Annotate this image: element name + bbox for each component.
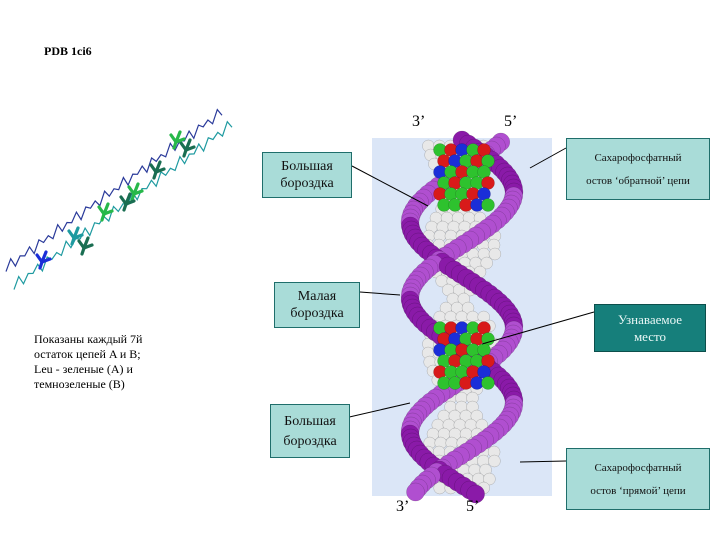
leu-side-chain [179,138,196,158]
leader-minor-groove [359,291,401,296]
leu-side-chain [119,192,136,212]
callout-text: остов ‘прямой’ цепи [590,485,686,497]
leu-side-chain [35,250,52,270]
callout-text: бороздка [283,434,337,449]
residue-note: Показаны каждый 7й остаток цепей A и B; … [34,332,214,392]
note-line: Показаны каждый 7й [34,332,143,346]
leader-backbone-reverse [529,147,567,169]
callout-text: Сахарофосфатный [594,462,682,474]
note-line: темнозеленые (B) [34,377,125,391]
pdb-id-label: PDB 1ci6 [44,44,92,58]
backbone-atom [466,484,485,504]
callout-text: остов ‘обратной’ цепи [586,175,690,187]
strand-end-bottom-left: 3’ [396,498,410,515]
leader-major-groove-bottom [344,402,411,419]
callout-major-groove-top: Большая бороздка [262,152,352,198]
callout-text: Большая [284,414,336,429]
recognition-base-atom [481,198,495,212]
leu-side-chain [97,202,114,222]
callout-text: Узнаваемое [617,312,683,327]
recognition-base-atom [481,376,495,390]
leu-side-chain [77,236,94,256]
callout-major-groove-bottom: Большая бороздка [270,404,350,458]
base-atom [488,247,502,261]
callout-text: Малая [297,289,337,304]
callout-text: бороздка [280,176,334,191]
base-atom [480,256,493,270]
leu-side-chain [149,160,166,180]
callout-text: Сахарофосфатный [594,152,682,164]
callout-backbone-reverse: Сахарофосфатный остов ‘обратной’ цепи [566,138,710,200]
callout-minor-groove: Малая бороздка [274,282,360,328]
base-atom [488,454,501,468]
leader-backbone-forward [519,460,567,463]
leu-side-chain [67,226,84,246]
strand-end-bottom-right: 5’ [466,498,480,515]
callout-text: бороздка [290,306,344,321]
callout-recognition-site: Узнаваемое место [594,304,706,352]
leader-major-groove-top [351,165,429,207]
callout-text: место [633,329,667,344]
backbone-atom [406,482,425,502]
base-atom [483,472,496,486]
strand-end-top-right: 5’ [504,113,518,130]
leader-recognition-site [481,311,595,345]
strand-end-top-left: 3’ [412,113,426,130]
callout-backbone-forward: Сахарофосфатный остов ‘прямой’ цепи [566,448,710,510]
note-line: Leu - зеленые (A) и [34,362,133,376]
note-line: остаток цепей A и B; [34,347,141,361]
callout-text: Большая [281,159,333,174]
leu-side-chain [169,130,186,150]
protein-chain-a [5,108,223,272]
leu-side-chain [127,182,144,202]
